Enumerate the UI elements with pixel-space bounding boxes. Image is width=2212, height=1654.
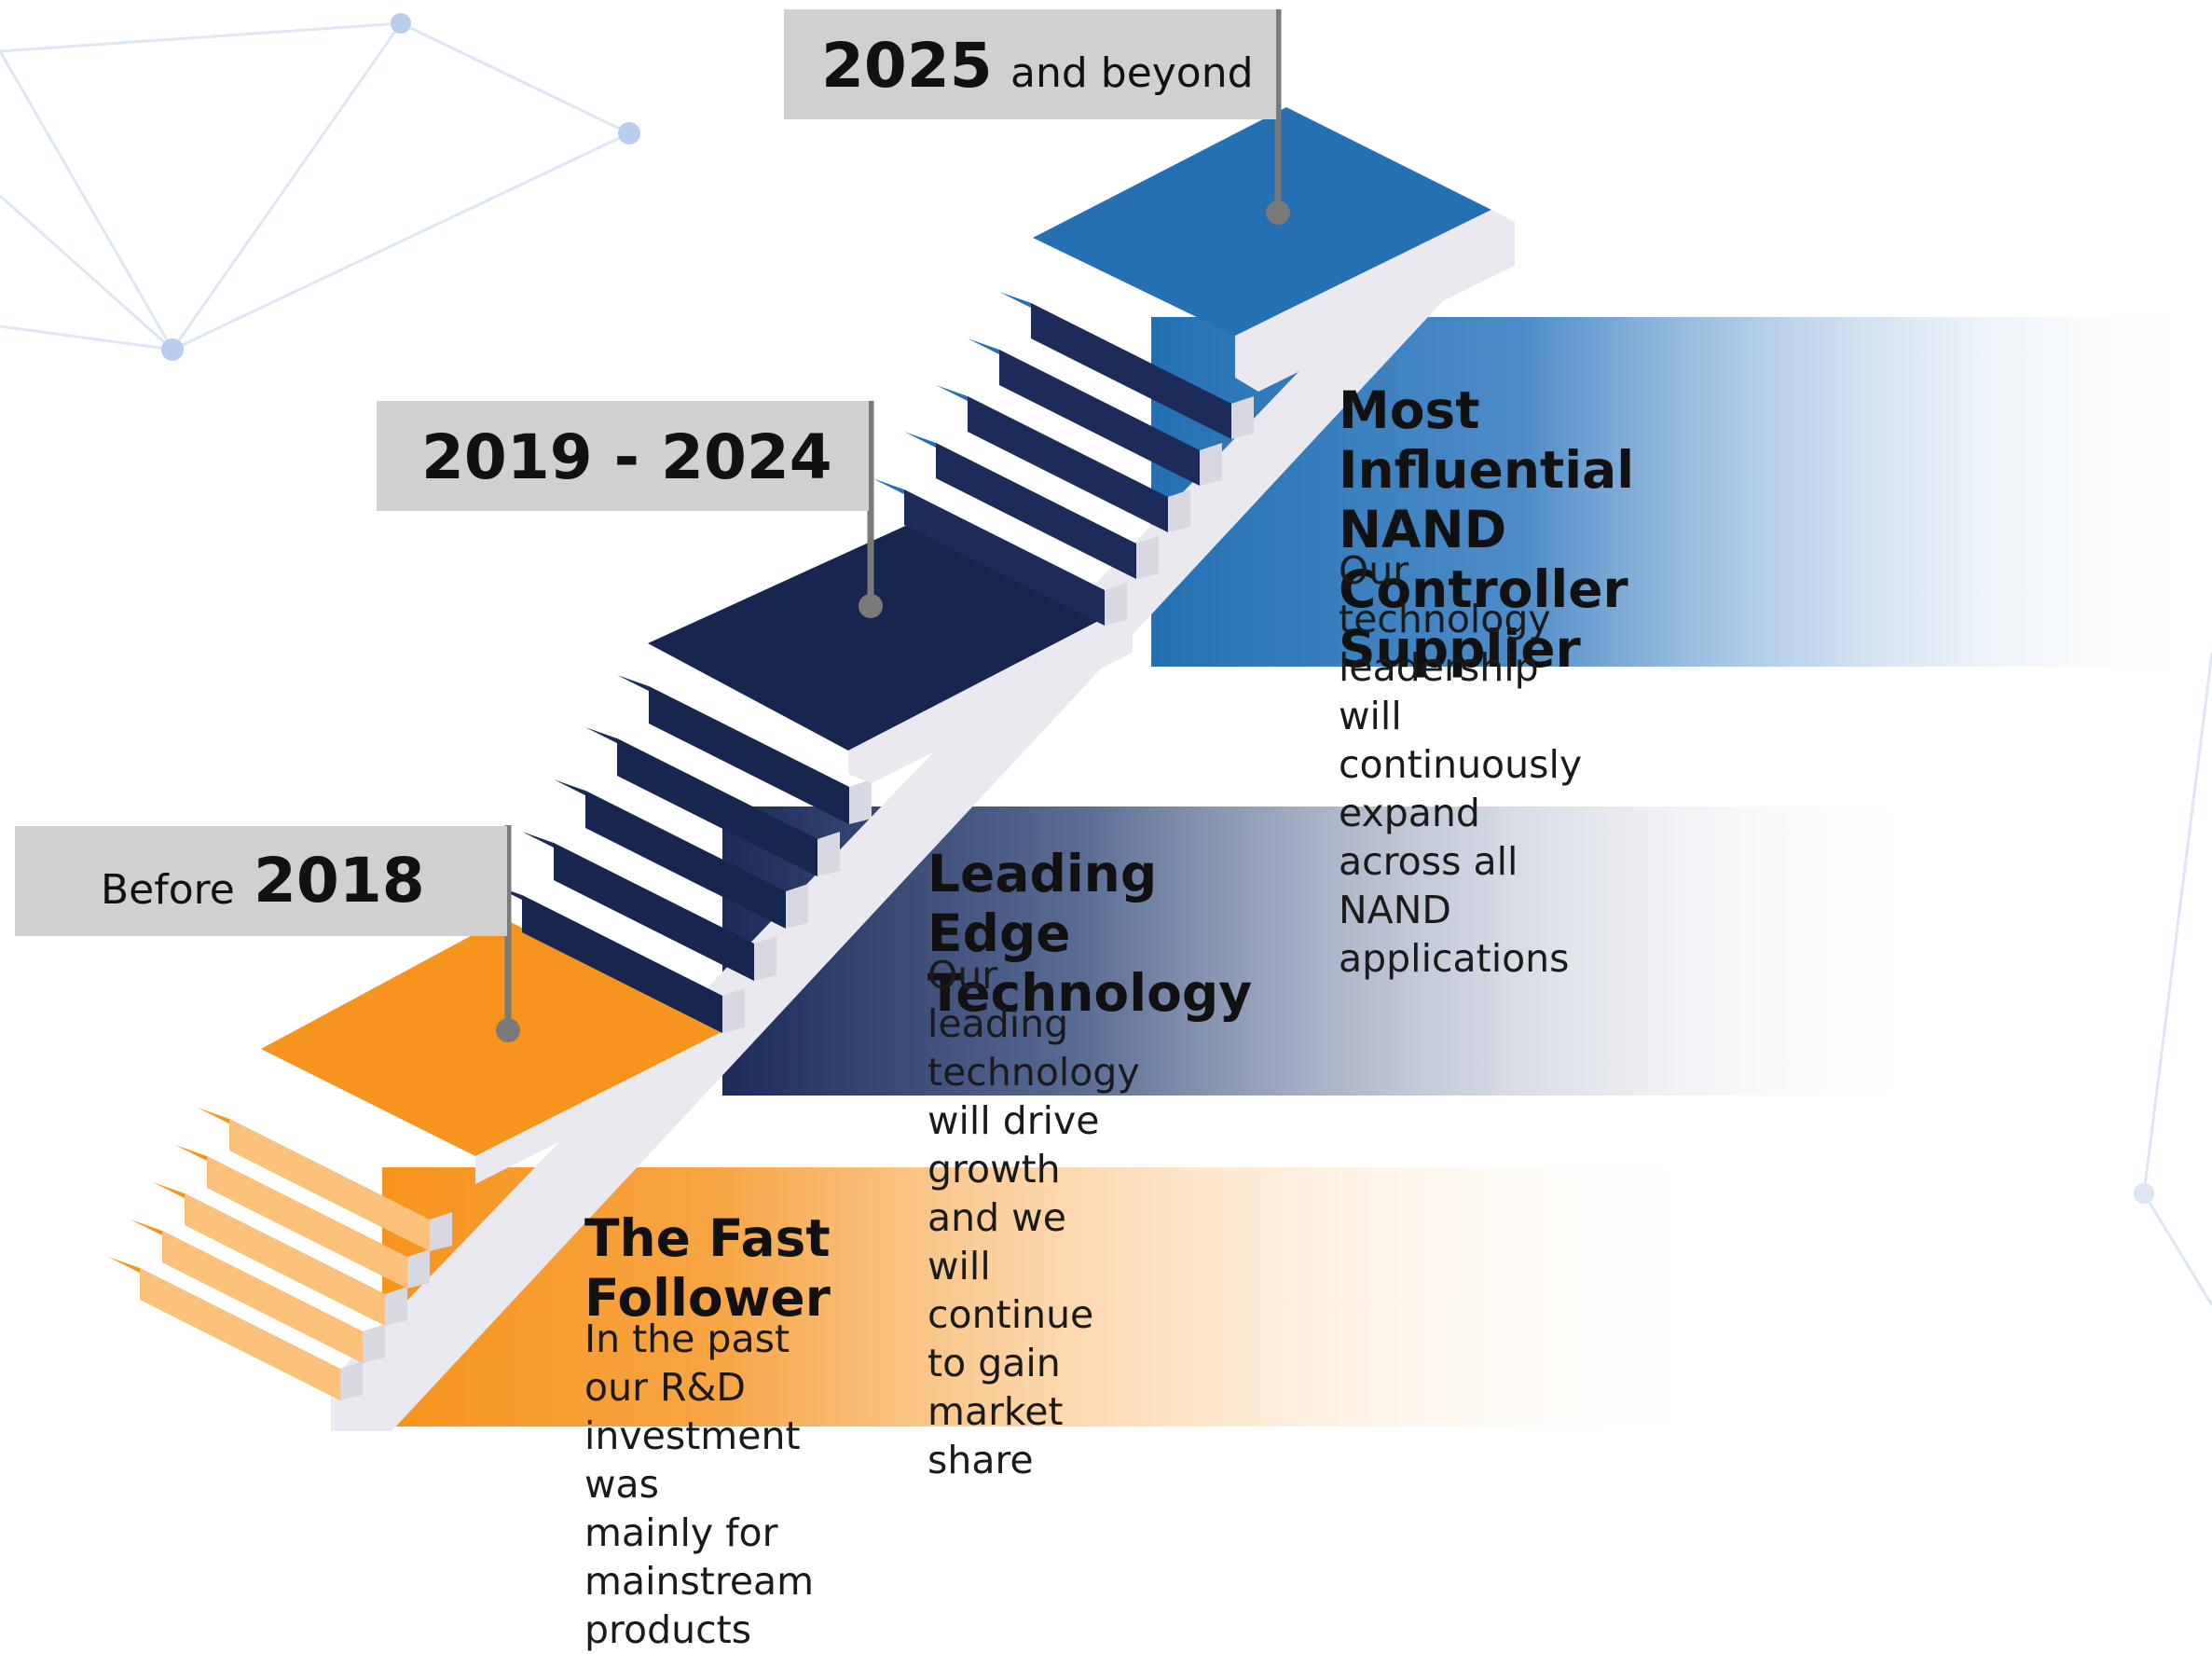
navy-step-4-edge xyxy=(849,779,872,824)
blue-step-3-riser xyxy=(999,350,1200,486)
blue-step-4-edge xyxy=(1231,396,1254,439)
flag-poles xyxy=(496,9,1290,1042)
navy-step-0-riser xyxy=(522,895,722,1033)
orange-step-0-riser xyxy=(140,1268,340,1400)
blue-landing xyxy=(1033,107,1491,336)
orange-step-2-edge xyxy=(385,1287,407,1326)
flag-2025-beyond: 2025 and beyond xyxy=(784,9,1276,119)
flag-suffix: and beyond xyxy=(1010,49,1254,97)
stage-description: Our leading technology will drive growth… xyxy=(927,953,1140,1482)
blue-step-0-riser xyxy=(904,489,1105,626)
band-before-2018 xyxy=(382,1167,1734,1427)
blue-step-2-riser xyxy=(968,396,1168,532)
navy-step-3-edge xyxy=(817,832,840,876)
staircase-diagram xyxy=(0,9,2212,1431)
flag-year: 2018 xyxy=(254,845,425,917)
network-background xyxy=(0,21,2212,1306)
navy-step-4-riser xyxy=(649,686,849,824)
stage-title: The Fast Follower xyxy=(584,1208,831,1328)
navy-step-2-riser xyxy=(585,791,786,929)
blue-step-1-riser xyxy=(936,443,1136,579)
staircase xyxy=(108,107,1515,1431)
network-nodes xyxy=(161,13,2154,1204)
stage-description: In the past our R&D investment was mainl… xyxy=(584,1316,815,1652)
blue-step-0-edge xyxy=(1105,583,1127,626)
flag-year: 2025 xyxy=(821,30,993,102)
stair-side-edge xyxy=(331,210,1515,1431)
flag-2019-2024: 2019 - 2024 xyxy=(377,401,869,511)
flag-prefix: Before xyxy=(101,866,235,914)
orange-landing-edge xyxy=(475,1030,725,1184)
navy-step-3-riser xyxy=(617,738,817,876)
orange-step-2-riser xyxy=(185,1193,385,1326)
navy-step-1-edge xyxy=(754,936,776,981)
orange-step-3-riser xyxy=(207,1156,407,1289)
stage-title: Leading Edge Technology xyxy=(927,844,1253,1023)
orange-step-4-edge xyxy=(430,1212,452,1251)
blue-landing-edge xyxy=(1235,210,1515,392)
orange-step-4-riser xyxy=(229,1119,430,1251)
orange-step-3-edge xyxy=(407,1249,430,1289)
orange-step-1-edge xyxy=(363,1324,385,1363)
orange-step-0-edge xyxy=(340,1361,363,1400)
stage-title: Most Influential NAND Controller Supplie… xyxy=(1339,380,1635,679)
stage-description: Our technology leadership will continuou… xyxy=(1339,548,1583,981)
blue-step-1-edge xyxy=(1136,536,1159,579)
orange-step-1-riser xyxy=(162,1231,363,1363)
blue-step-3-edge xyxy=(1200,443,1222,486)
navy-landing-edge xyxy=(848,615,1133,783)
navy-step-2-edge xyxy=(786,884,808,929)
navy-step-1-riser xyxy=(554,843,754,981)
navy-step-0-edge xyxy=(722,988,745,1033)
navy-landing xyxy=(648,522,1109,751)
blue-step-2-edge xyxy=(1168,489,1190,532)
orange-landing xyxy=(261,918,725,1156)
flag-before-2018: Before 2018 xyxy=(15,826,507,936)
flag-year: 2019 - 2024 xyxy=(421,421,832,493)
blue-step-4-riser xyxy=(1031,303,1231,439)
